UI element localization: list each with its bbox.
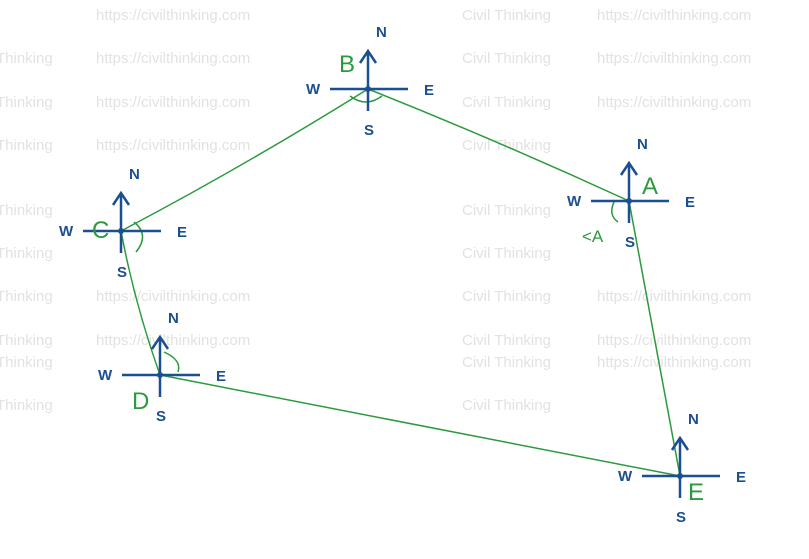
south-label: S [676,509,686,526]
watermark-text: Civil Thinking [462,7,551,24]
traverse-line-E-D [159,374,681,477]
west-label: W [306,81,321,98]
station-point [365,86,371,92]
station-label-E: E [688,479,704,506]
watermark-text: Thinking [0,137,53,154]
angle-label-A: <A [582,227,604,246]
north-arrow-icon [670,435,690,451]
watermark-text: https://civilthinking.com [96,50,251,67]
watermark-text: Civil Thinking [462,332,551,349]
station-label-D: D [132,388,149,415]
traverse-line-B-A [367,88,630,202]
north-label: N [376,24,387,41]
watermark-text: Thinking [0,332,53,349]
station-point [157,372,163,378]
north-label: N [129,166,140,183]
east-label: E [216,368,226,385]
west-label: W [618,468,633,485]
north-arrow-icon [619,160,639,176]
north-label: N [688,411,699,428]
watermark-text: Thinking [0,354,53,371]
east-label: E [685,194,695,211]
angle-arc-C [133,221,144,253]
watermark-text: Civil Thinking [462,288,551,305]
south-label: S [364,122,374,139]
watermark-text: Civil Thinking [462,94,551,111]
station-point [118,228,124,234]
watermark-text: https://civilthinking.com [96,137,251,154]
watermark-text: https://civilthinking.com [96,332,251,349]
station-label-B: B [339,51,355,78]
west-label: W [98,367,113,384]
south-label: S [625,234,635,251]
watermark-text: Civil Thinking [462,50,551,67]
watermark-text: https://civilthinking.com [597,354,752,371]
station-point [626,198,632,204]
watermark-text: Civil Thinking [462,137,551,154]
watermark-text: Civil Thinking [462,202,551,219]
watermark-text: Thinking [0,288,53,305]
north-arrow-icon [358,48,378,64]
north-label: N [637,136,648,153]
watermark-text: Civil Thinking [462,397,551,414]
north-arrow-icon [111,190,131,206]
watermark-text: https://civilthinking.com [597,50,752,67]
watermark-text: Thinking [0,50,53,67]
watermark-text: Thinking [0,202,53,219]
station-point [677,473,683,479]
east-label: E [736,469,746,486]
traverse-line-C-B [120,88,369,232]
north-label: N [168,310,179,327]
watermark-text: https://civilthinking.com [597,332,752,349]
south-label: S [156,408,166,425]
station-label-C: C [92,217,109,244]
watermark-text: Civil Thinking [462,245,551,262]
angle-arc-B [349,95,383,103]
watermark-text: https://civilthinking.com [96,7,251,24]
watermark-text: https://civilthinking.com [597,288,752,305]
watermark-text: Thinking [0,397,53,414]
traverse-line-D-C [120,230,161,376]
west-label: W [59,223,74,240]
angle-arc-D [163,351,180,373]
angle-arc-A [611,201,619,223]
south-label: S [117,264,127,281]
watermark-text: Civil Thinking [462,354,551,371]
watermark-text: Thinking [0,94,53,111]
watermark-text: https://civilthinking.com [96,94,251,111]
east-label: E [177,224,187,241]
traverse-line-A-E [628,200,681,477]
watermark-text: Thinking [0,245,53,262]
north-arrow-icon [150,334,170,350]
west-label: W [567,193,582,210]
station-label-A: A [642,173,658,200]
watermark-text: https://civilthinking.com [597,94,752,111]
watermark-text: https://civilthinking.com [597,7,752,24]
east-label: E [424,82,434,99]
